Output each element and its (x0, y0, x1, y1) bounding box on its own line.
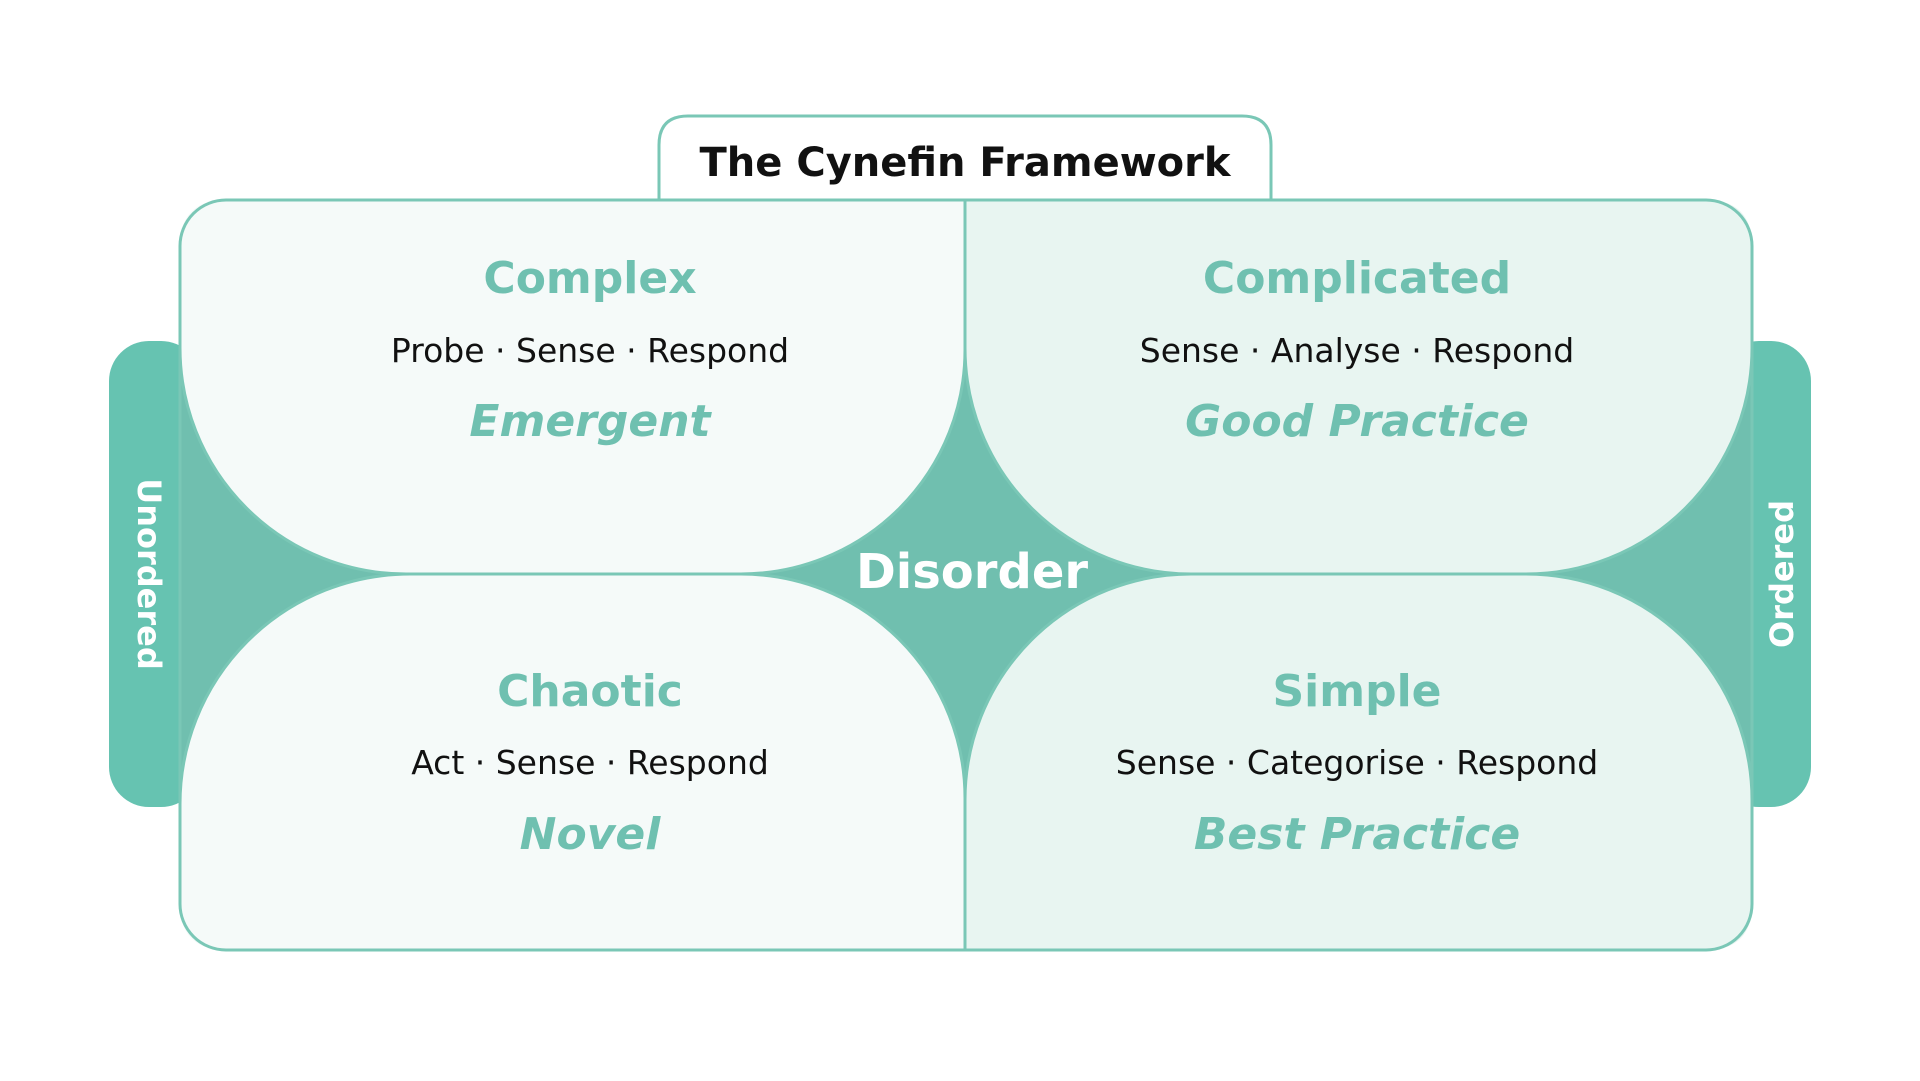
complicated-practice: Good Practice (1185, 396, 1529, 447)
quadrant-complex (180, 200, 965, 574)
unordered-label: Unordered (130, 478, 168, 670)
framework-title: The Cynefin Framework (700, 140, 1232, 186)
disorder-label: Disorder (856, 544, 1088, 600)
complicated-title: Complicated (1203, 253, 1511, 304)
simple-title: Simple (1272, 666, 1441, 717)
quadrant-simple (965, 574, 1752, 950)
quadrant-chaotic (180, 574, 965, 950)
simple-practice: Best Practice (1194, 809, 1520, 860)
title-tab (657, 114, 1273, 202)
frame-border (178, 198, 1754, 952)
chaotic-title: Chaotic (497, 666, 683, 717)
quadrant-outlines (178, 200, 1754, 950)
quadrant-complicated (965, 200, 1752, 574)
complex-title: Complex (483, 253, 696, 304)
chaotic-steps: Act · Sense · Respond (411, 743, 769, 782)
complicated-steps: Sense · Analyse · Respond (1140, 331, 1574, 370)
ordered-label: Ordered (1763, 500, 1801, 648)
complex-practice: Emergent (469, 396, 712, 447)
chaotic-practice: Novel (520, 809, 662, 860)
complex-steps: Probe · Sense · Respond (391, 331, 789, 370)
left-side-rail (109, 341, 201, 807)
simple-steps: Sense · Categorise · Respond (1116, 743, 1598, 782)
